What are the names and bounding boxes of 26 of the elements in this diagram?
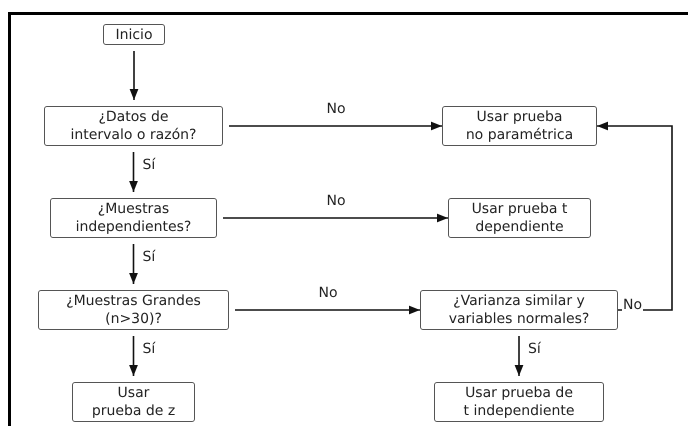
edge-label: No bbox=[326, 102, 347, 116]
edge-label: No bbox=[326, 194, 347, 208]
process-box: Usar prueba de t independiente bbox=[434, 382, 604, 422]
process-box: Usar prueba de z bbox=[72, 382, 195, 422]
arrow bbox=[129, 336, 138, 376]
arrow bbox=[130, 51, 138, 100]
process-box: Usar prueba t dependiente bbox=[448, 198, 591, 238]
arrow bbox=[223, 214, 448, 222]
arrow bbox=[235, 306, 420, 314]
arrow bbox=[129, 152, 138, 192]
process-box: Usar prueba no paramétrica bbox=[442, 106, 597, 146]
edge-label: No bbox=[622, 298, 644, 312]
edge-label: Sí bbox=[142, 158, 156, 172]
process-box: Inicio bbox=[103, 24, 165, 45]
arrow bbox=[229, 122, 442, 130]
arrow bbox=[514, 336, 524, 376]
process-box: ¿Varianza similar y variables normales? bbox=[420, 290, 618, 330]
process-box: ¿Muestras Grandes (n>30)? bbox=[38, 290, 229, 330]
arrow bbox=[129, 244, 138, 284]
process-box: ¿Muestras independientes? bbox=[50, 198, 217, 238]
edge-label: Sí bbox=[142, 342, 156, 356]
arrow bbox=[597, 122, 673, 311]
edge-label: No bbox=[318, 286, 339, 300]
edge-label: Sí bbox=[527, 342, 542, 356]
process-box: ¿Datos de intervalo o razón? bbox=[44, 106, 223, 146]
edge-label: Sí bbox=[142, 250, 156, 264]
